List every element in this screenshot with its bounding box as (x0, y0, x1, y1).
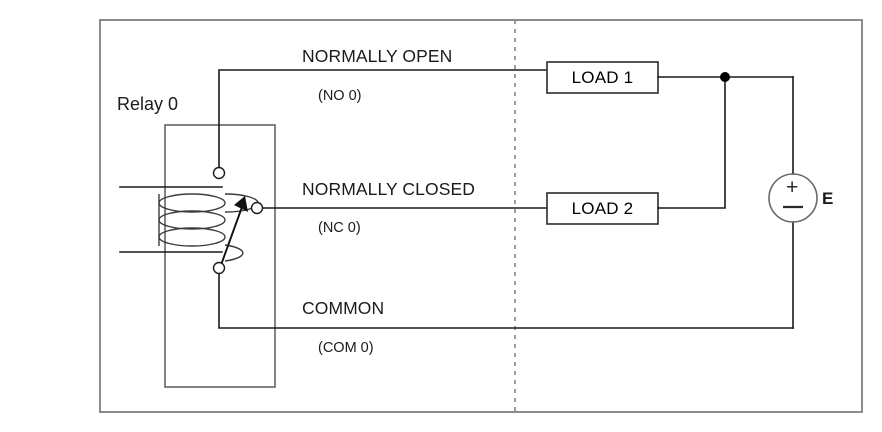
common-title: COMMON (302, 298, 385, 318)
normally-open-code: (NO 0) (318, 88, 362, 104)
relay-body-outline (164, 124, 276, 388)
load-2-box (546, 192, 659, 225)
relay-armature-contact-arm (220, 196, 248, 266)
source-plus-sign-icon: + (786, 176, 799, 199)
normally-open-title: NORMALLY OPEN (302, 46, 453, 66)
terminal-common (212, 261, 226, 275)
diagram-outer-border (99, 19, 863, 413)
load-2-label: LOAD 2 (571, 198, 634, 218)
load-2-output-wire (657, 76, 726, 209)
source-label: E (822, 189, 834, 208)
relay-label: Relay 0 (117, 94, 179, 114)
load-2-label-wrap: LOAD 2 (547, 193, 658, 224)
load-1-label: LOAD 1 (571, 67, 634, 87)
normally-closed-title: NORMALLY CLOSED (302, 179, 475, 199)
voltage-source-symbol (768, 173, 818, 223)
common-wire (218, 267, 794, 329)
junction-node-dot (720, 72, 730, 82)
normally-closed-code: (NC 0) (318, 220, 361, 236)
load-1-label-wrap: LOAD 1 (547, 62, 658, 93)
normally-open-wire (218, 69, 548, 174)
load-1-box (546, 61, 659, 94)
terminal-normally-closed (250, 201, 264, 215)
common-code: (COM 0) (318, 340, 374, 356)
terminal-normally-open (212, 166, 226, 180)
